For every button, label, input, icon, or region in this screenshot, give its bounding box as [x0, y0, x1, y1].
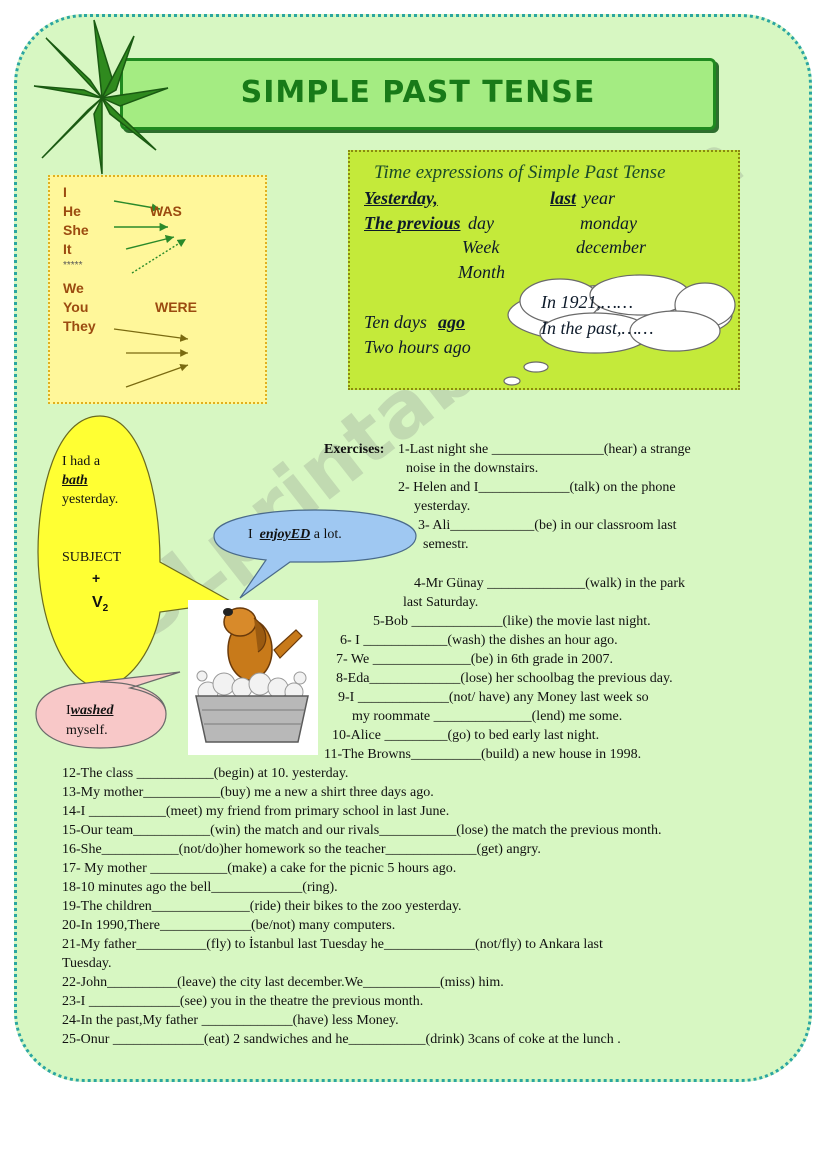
- exercise-line: 25-Onur _____________(eat) 2 sandwiches …: [62, 1032, 621, 1047]
- exercise-line: semestr.: [423, 537, 469, 552]
- exercise-line: 9-I _____________(not/ have) any Money l…: [338, 690, 649, 705]
- exercise-line: 13-My mother___________(buy) me a new a …: [62, 785, 434, 800]
- bubble-i-had-a: I had a: [62, 454, 101, 469]
- exercise-line: yesterday.: [414, 499, 471, 514]
- dog-in-tub-image: [188, 600, 318, 755]
- pronoun-you: You: [63, 299, 89, 315]
- exercise-line: 17- My mother ___________(make) a cake f…: [62, 861, 457, 876]
- bubble-yesterday: yesterday.: [62, 492, 119, 507]
- expr-two-hours-ago: Two hours ago: [364, 337, 471, 357]
- exercise-line: 10-Alice _________(go) to bed early last…: [332, 728, 600, 743]
- expr-year: year: [583, 188, 615, 208]
- bubble-subject: SUBJECT: [62, 550, 122, 565]
- pronoun-he: He: [63, 203, 81, 219]
- exercise-line: 4-Mr Günay ______________(walk) in the p…: [414, 576, 686, 591]
- expr-ten-days: Ten days: [364, 312, 427, 332]
- pink-bubble-myself: myself.: [66, 723, 108, 738]
- blue-speech-bubble: [213, 509, 417, 599]
- palm-leaf-icon: [33, 19, 169, 175]
- arrows-diagram: [113, 200, 189, 388]
- verb-was: WAS: [150, 203, 182, 219]
- exercise-line: 21-My father__________(fly) to İstanbul …: [62, 937, 603, 952]
- expr-december: december: [576, 237, 646, 257]
- pronoun-they: They: [63, 318, 96, 334]
- blue-bubble-text: I enjoyED a lot.: [248, 527, 342, 542]
- expr-week: Week: [462, 237, 500, 257]
- exercise-line: 24-In the past,My father _____________(h…: [62, 1013, 399, 1028]
- exercise-line: 14-I ___________(meet) my friend from pr…: [62, 804, 450, 819]
- expr-monday: monday: [580, 213, 637, 233]
- exercise-line: noise in the downstairs.: [406, 461, 539, 476]
- exercise-line: 2- Helen and I_____________(talk) on the…: [398, 480, 676, 495]
- exercise-line: 16-She___________(not/do)her homework so…: [62, 842, 541, 857]
- expr-in-the-past: In the past,……: [541, 318, 654, 338]
- pronoun-box: I He She It ***** We You They WAS WERE: [48, 175, 267, 404]
- pronoun-it: It: [63, 241, 72, 257]
- time-expressions-heading: Time expressions of Simple Past Tense: [374, 162, 666, 183]
- exercise-line: my roommate ______________(lend) me some…: [352, 709, 623, 724]
- thought-cloud: [503, 274, 736, 386]
- exercise-line: 23-I _____________(see) you in the theat…: [62, 994, 424, 1009]
- exercise-line: 11-The Browns__________(build) a new hou…: [324, 747, 642, 762]
- expr-yesterday: Yesterday,: [364, 188, 438, 208]
- exercise-line: 18-10 minutes ago the bell_____________(…: [62, 880, 338, 895]
- exercises-label: Exercises:: [324, 442, 385, 457]
- exercise-line: 15-Our team___________(win) the match an…: [62, 823, 662, 838]
- expr-ago: ago: [438, 312, 465, 332]
- pronoun-we: We: [63, 280, 84, 296]
- exercise-line: 20-In 1990,There_____________(be/not) ma…: [62, 918, 396, 933]
- expr-the-previous: The previous: [364, 213, 461, 233]
- separator: *****: [63, 260, 83, 271]
- expr-in-1921: In 1921,……: [541, 292, 634, 312]
- title-banner: SIMPLE PAST TENSE: [120, 58, 716, 130]
- page-title: SIMPLE PAST TENSE: [240, 75, 596, 110]
- exercise-line: 8-Eda_____________(lose) her schoolbag t…: [336, 671, 673, 686]
- expr-month: Month: [458, 262, 505, 282]
- pronoun-she: She: [63, 222, 89, 238]
- exercise-line: 6- I ____________(wash) the dishes an ho…: [340, 633, 618, 648]
- expr-day: day: [468, 213, 494, 233]
- exercise-line: 1-Last night she ________________(hear) …: [398, 442, 691, 457]
- pronoun-i: I: [63, 184, 67, 200]
- exercise-line: 12-The class ___________(begin) at 10. y…: [62, 766, 349, 781]
- exercise-line: 22-John__________(leave) the city last d…: [62, 975, 504, 990]
- exercise-line: 19-The children______________(ride) thei…: [62, 899, 462, 914]
- expr-last: last: [550, 188, 577, 208]
- bubble-v2: V2: [92, 594, 109, 615]
- exercise-line: 7- We ______________(be) in 6th grade in…: [336, 652, 614, 667]
- bubble-bath: bath: [62, 473, 88, 488]
- verb-were: WERE: [155, 299, 197, 315]
- bubble-plus: +: [92, 570, 101, 586]
- exercise-line: 5-Bob _____________(like) the movie last…: [373, 614, 651, 629]
- pink-speech-bubble: [35, 671, 181, 749]
- exercise-line: Tuesday.: [62, 956, 112, 971]
- exercise-line: last Saturday.: [403, 595, 479, 610]
- exercise-line: 3- Ali____________(be) in our classroom …: [418, 518, 677, 533]
- pink-bubble-line1: Iwashed: [66, 703, 114, 718]
